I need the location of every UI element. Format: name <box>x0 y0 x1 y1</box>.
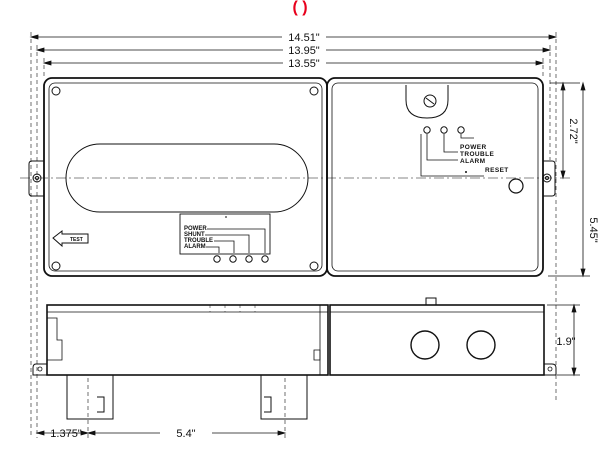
right-enclosure-front <box>326 77 544 277</box>
right-cover-screw-icon <box>423 94 437 108</box>
left-plate-row-trouble: TROUBLE <box>184 238 213 244</box>
indicator-leader-lines <box>420 134 484 177</box>
dim-depth-label: 1.9" <box>556 336 575 348</box>
extension-lines <box>30 32 557 438</box>
dim-foot-spacing-label: 5.4" <box>176 428 195 440</box>
dim-foot-offset <box>35 430 90 436</box>
reset-label: RESET <box>485 167 509 174</box>
left-plate-row-shunt: SHUNT <box>184 232 205 238</box>
dim-mount-width <box>35 47 552 53</box>
dim-height-short-label: 2.72" <box>567 118 579 143</box>
dim-overall-width <box>29 34 558 40</box>
small-dot <box>465 171 467 173</box>
right-mounting-tab <box>542 160 556 197</box>
left-plate-row-power: POWER <box>184 226 207 232</box>
conduit-knockout-icons <box>410 330 496 360</box>
indicator-leds <box>423 126 465 134</box>
indicator-alarm-label: ALARM <box>460 158 485 165</box>
left-plate-leader-lines <box>205 228 266 253</box>
side-view-right-box <box>329 297 557 376</box>
side-hidden-lines <box>209 305 256 312</box>
dim-enclosure-width-label: 13.55" <box>288 58 320 70</box>
dim-height-short <box>550 81 580 180</box>
left-status-plate <box>179 213 271 255</box>
dim-overall-width-label: 14.51" <box>288 32 320 44</box>
test-label: TEST <box>70 237 83 243</box>
indicator-power-label: POWER <box>460 144 487 151</box>
test-arrow-icon <box>52 229 89 248</box>
dim-height-full-label: 5.45" <box>587 217 599 242</box>
dim-foot-offset-label: 1.375" <box>50 428 82 440</box>
dim-foot-spacing <box>86 430 287 436</box>
dim-depth <box>547 303 580 377</box>
dim-mount-width-label: 13.95" <box>288 45 320 57</box>
side-view-left-box <box>32 304 329 376</box>
drawing-title: ( ) <box>292 0 307 16</box>
mounting-foot-left <box>66 375 114 420</box>
indicator-trouble-label: TROUBLE <box>460 151 494 158</box>
left-plate-leds <box>213 255 269 263</box>
left-plate-row-alarm: ALARM <box>184 244 206 250</box>
dim-enclosure-width <box>42 60 545 66</box>
dim-height-full <box>548 81 590 278</box>
mounting-foot-right <box>260 375 308 420</box>
reset-button-icon <box>508 178 524 194</box>
